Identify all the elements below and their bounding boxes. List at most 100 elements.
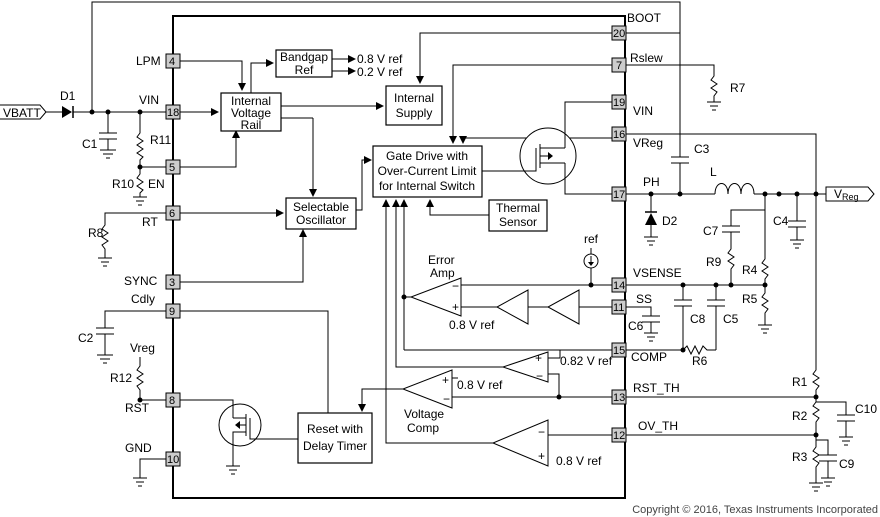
error-amp-label-1: Error (428, 253, 455, 267)
svg-text:Reset with: Reset with (307, 422, 363, 436)
svg-text:10: 10 (167, 454, 179, 466)
pin-name-comp: COMP (631, 350, 667, 364)
ov-comparator: − + (491, 419, 549, 467)
svg-text:14: 14 (613, 280, 625, 292)
svg-text:−: − (538, 425, 545, 439)
svg-text:−: − (452, 279, 459, 293)
c4-label: C4 (773, 214, 789, 228)
r5-label: R5 (742, 292, 758, 306)
svg-text:5: 5 (169, 162, 175, 174)
pin-5: 5 (165, 159, 181, 175)
voltage-comparator: + − (401, 369, 453, 409)
pin-name-lpm: LPM (136, 54, 161, 68)
pin-name-ov-th: OV_TH (638, 419, 678, 433)
svg-text:Internal: Internal (394, 91, 434, 105)
svg-text:Voltage: Voltage (231, 106, 271, 120)
r1-label: R1 (792, 375, 808, 389)
vreg-in-label: Vreg (130, 341, 155, 355)
ss-buffer-1 (495, 289, 529, 325)
svg-text:18: 18 (167, 107, 179, 119)
pin-name-sync: SYNC (124, 274, 158, 288)
gate-drive-block: Gate Drive with Over-Current Limit for I… (372, 145, 483, 198)
reset-delay-timer-block: Reset with Delay Timer (297, 412, 373, 464)
vbatt-input: VBATT (0, 104, 47, 120)
pin-4: 4 (165, 53, 181, 69)
svg-text:Selectable: Selectable (293, 200, 349, 214)
high-side-mosfet (519, 127, 577, 185)
d1-label: D1 (60, 89, 76, 103)
pin-name-vsense: VSENSE (633, 266, 682, 280)
bandgap-ref-08: 0.8 V ref (357, 52, 403, 66)
ov-comp-ref: 0.8 V ref (556, 454, 602, 468)
copyright-text: Copyright © 2016, Texas Instruments Inco… (632, 504, 878, 516)
svg-text:20: 20 (613, 28, 625, 40)
pin-20: 20 (611, 25, 627, 41)
pin-name-rslew: Rslew (630, 51, 663, 65)
pin-16: 16 (611, 126, 627, 142)
pin-name-rst: RST (125, 401, 150, 415)
diode-d2: D2 (644, 194, 678, 246)
c8-label: C8 (690, 312, 706, 326)
pin-10: 10 (165, 451, 181, 467)
svg-text:Sensor: Sensor (499, 215, 537, 229)
svg-text:9: 9 (169, 306, 175, 318)
pin-name-cdly: Cdly (131, 292, 155, 306)
voltage-comp-label-2: Comp (407, 421, 439, 435)
pin-name-en: EN (148, 177, 165, 191)
svg-text:12: 12 (613, 430, 625, 442)
c5-label: C5 (723, 312, 739, 326)
pin-6: 6 (165, 205, 181, 221)
svg-text:for Internal Switch: for Internal Switch (379, 179, 475, 193)
l-label: L (710, 165, 717, 179)
voltage-comp-label-1: Voltage (404, 407, 444, 421)
r9-label: R9 (706, 255, 722, 269)
pin-9: 9 (165, 303, 181, 319)
pin-17: 17 (611, 186, 627, 202)
diode-d1: D1 (60, 89, 76, 118)
svg-text:−: − (443, 392, 450, 406)
svg-text:+: + (535, 351, 542, 365)
vbatt-label: VBATT (3, 106, 41, 120)
r10-label: R10 (112, 177, 134, 191)
svg-text:+: + (452, 300, 459, 314)
svg-text:8: 8 (169, 395, 175, 407)
pin-7: 7 (611, 57, 627, 73)
svg-text:−: − (536, 369, 543, 383)
ss-buffer-2 (546, 289, 580, 325)
ref-label: ref (584, 232, 599, 246)
ic-outline (172, 15, 626, 499)
error-amp-label-2: Amp (430, 266, 455, 280)
bandgap-ref-02: 0.2 V ref (357, 65, 403, 79)
svg-text:Over-Current Limit: Over-Current Limit (378, 164, 477, 178)
r8-label: R8 (88, 226, 104, 240)
svg-text:7: 7 (616, 60, 622, 72)
c6-label: C6 (628, 319, 644, 333)
pin-3: 3 (165, 274, 181, 290)
svg-text:11: 11 (613, 302, 624, 314)
svg-text:Supply: Supply (396, 106, 433, 120)
r2-label: R2 (792, 409, 808, 423)
r4-label: R4 (742, 263, 758, 277)
r3-label: R3 (792, 450, 808, 464)
comparator-082: + − (501, 351, 549, 383)
svg-text:4: 4 (169, 56, 175, 68)
svg-text:3: 3 (169, 277, 175, 289)
internal-supply-block: Internal Supply (385, 85, 443, 126)
pin-name-gnd: GND (125, 441, 152, 455)
svg-text:+: + (538, 449, 545, 463)
c1-label: C1 (82, 137, 98, 151)
svg-text:Delay Timer: Delay Timer (303, 439, 367, 453)
svg-text:19: 19 (613, 97, 625, 109)
c10-label: C10 (855, 402, 877, 416)
pin-name-vin-right: VIN (633, 104, 653, 118)
pin-12: 12 (611, 427, 627, 443)
pin-name-boot: BOOT (627, 11, 662, 25)
svg-text:13: 13 (613, 392, 625, 404)
svg-text:6: 6 (169, 208, 175, 220)
r12-label: R12 (110, 371, 132, 385)
rst-mosfet (180, 399, 262, 475)
vreg-output: V Reg (825, 186, 875, 202)
bandgap-ref-block: Bandgap Ref (275, 49, 333, 78)
r11-label: R11 (150, 133, 171, 147)
